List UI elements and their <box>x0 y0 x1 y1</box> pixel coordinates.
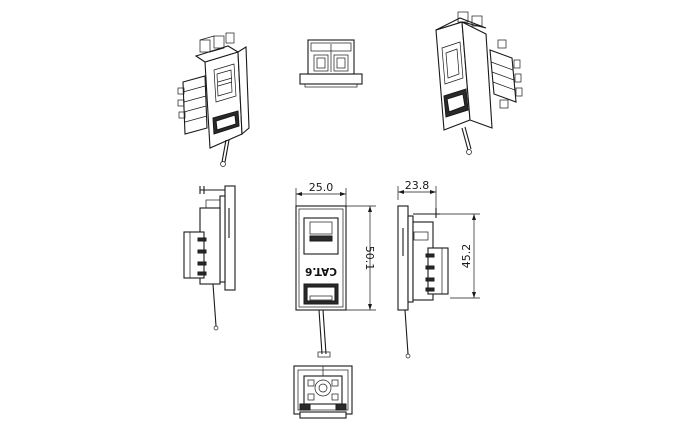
cat6-label: CAT.6 <box>305 265 337 277</box>
front-view: 25.0 CAT.6 50.1 <box>295 181 376 358</box>
side-depth-dimension: 23.8 <box>405 179 430 192</box>
side-view-right: 23.8 45.2 <box>397 179 480 359</box>
front-height-dimension: 50.1 <box>363 246 376 271</box>
bottom-view <box>293 365 353 419</box>
side-height-dimension: 45.2 <box>460 244 473 269</box>
top-view <box>299 39 363 88</box>
isometric-view-right <box>435 11 523 155</box>
side-view-left <box>183 185 236 331</box>
front-width-dimension: 25.0 <box>309 181 334 194</box>
isometric-view-left <box>177 32 250 167</box>
